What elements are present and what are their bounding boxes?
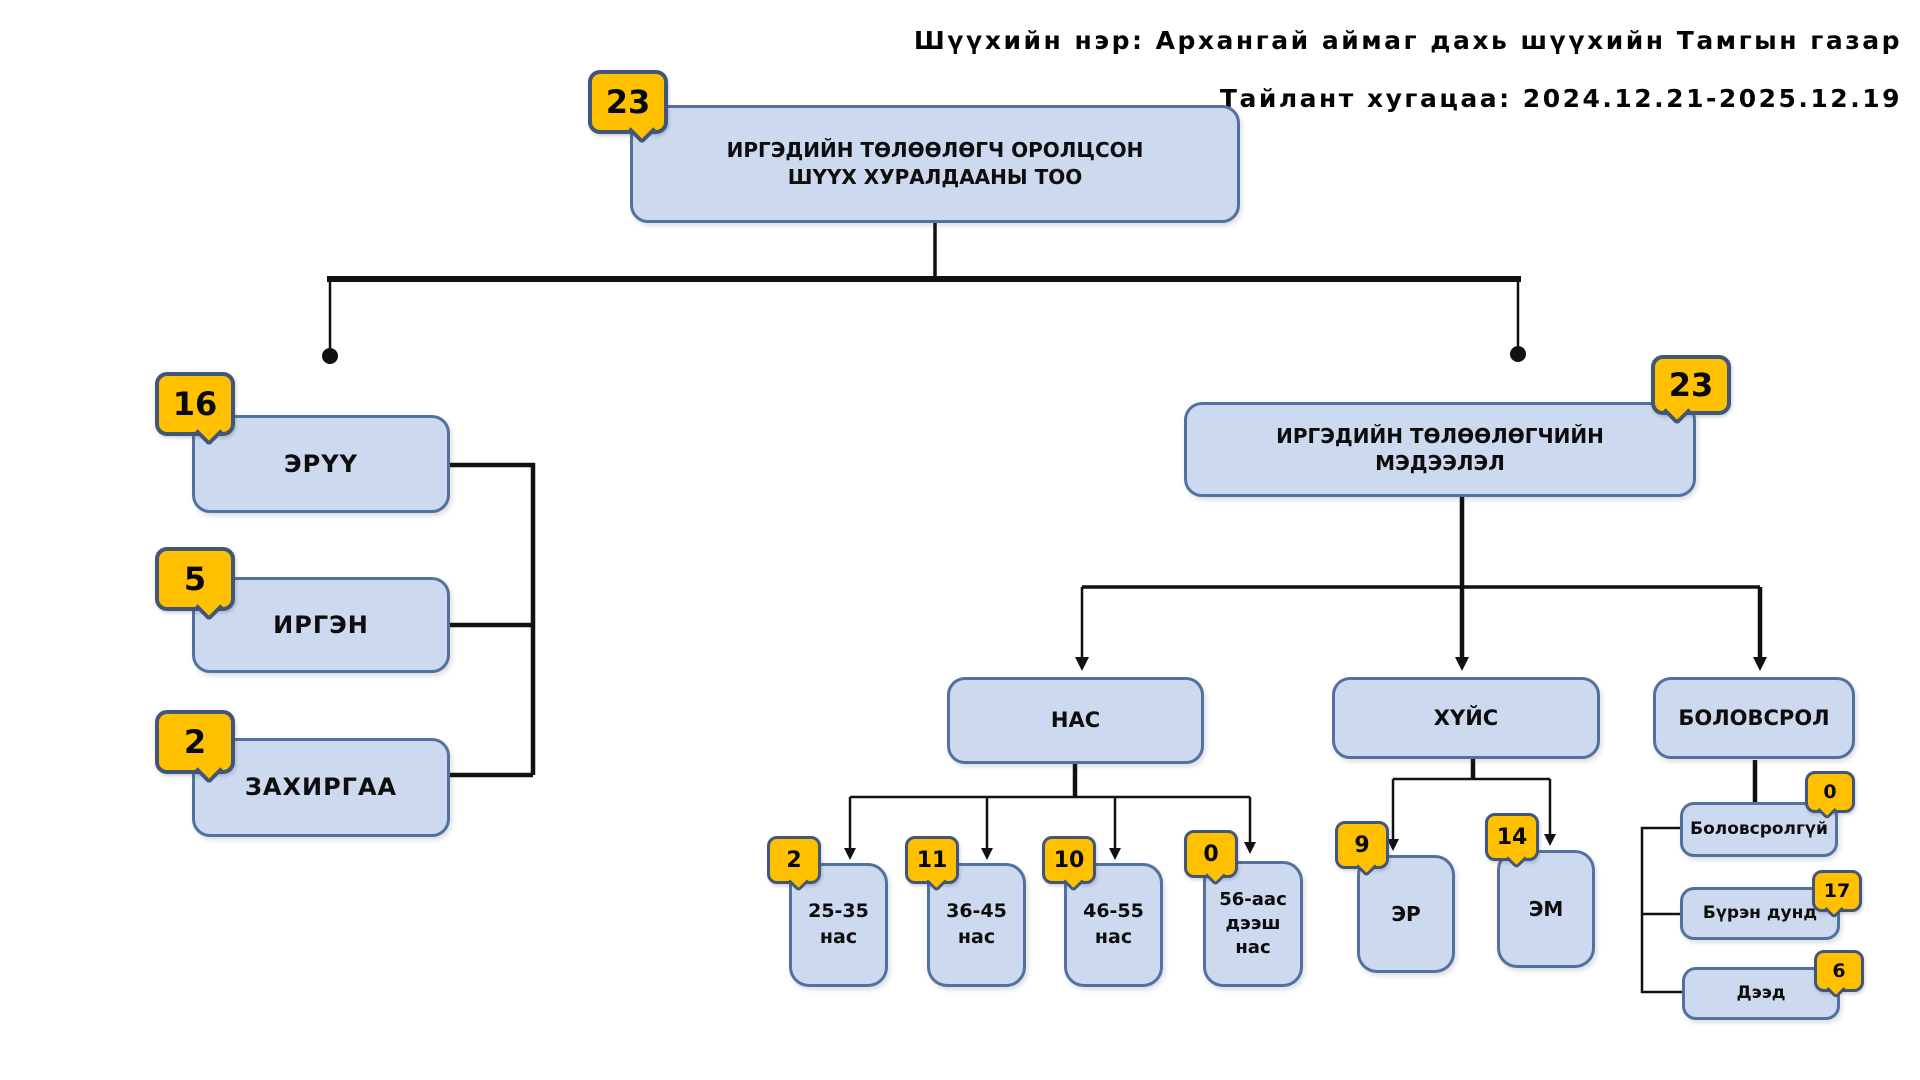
node-age-36-45: 11 36-45 нас [905,836,1026,987]
badge-edu-secondary-count: 17 [1812,870,1862,912]
node-label: НАС [1050,708,1101,733]
node-gender-female: 14 ЭМ [1485,813,1595,968]
node-administrative: 2 ЗАХИРГАА [155,710,450,837]
badge-edu-higher-count: 6 [1814,950,1864,992]
badge-civil-count: 5 [155,547,235,611]
node-edu-higher: 6 Дээд [1682,950,1864,1020]
header-court-name: Шүүхийн нэр: Архангай аймаг дахь шүүхийн… [913,26,1902,55]
node-label: 25-35 нас [808,900,869,948]
node-root-sessions: 23 ИРГЭДИЙН ТӨЛӨӨЛӨГЧ ОРОЛЦСОН ШҮҮХ ХУРА… [588,70,1240,223]
node-label: 36-45 нас [946,900,1007,948]
node-label: Боловсролгүй [1690,819,1828,840]
badge-criminal-count: 16 [155,372,235,436]
arrowhead [1244,842,1256,854]
right-branch-dot [1510,346,1526,362]
badge-male-count: 9 [1335,821,1389,869]
arrowhead [1753,657,1767,671]
node-age-25-35: 2 25-35 нас [767,836,888,987]
node-label: Бүрэн дунд [1702,903,1818,924]
node-label: ЭРҮҮ [284,449,358,478]
node-education-category: БОЛОВСРОЛ [1653,677,1855,759]
node-label: ЭР [1391,901,1421,926]
badge-female-count: 14 [1485,813,1539,861]
arrowhead [1455,657,1469,671]
arrowhead [1109,848,1121,860]
node-representative-info: 23 ИРГЭДИЙН ТӨЛӨӨЛӨГЧИЙН МЭДЭЭЛЭЛ [1184,355,1731,497]
node-label: 46-55 нас [1083,900,1144,948]
arrowhead [1544,834,1556,846]
node-age-category: НАС [947,677,1204,764]
badge-administrative-count: 2 [155,710,235,774]
node-age-56-plus: 0 56-аас дээш нас [1184,830,1303,987]
node-edu-secondary: 17 Бүрэн дунд [1680,870,1862,940]
badge-age-46-55-count: 10 [1042,836,1096,884]
arrowhead [844,848,856,860]
badge-age-25-35-count: 2 [767,836,821,884]
node-label: ХҮЙС [1433,705,1499,730]
badge-info-count: 23 [1651,355,1731,415]
node-label: ИРГЭН [273,610,369,639]
badge-age-56-plus-count: 0 [1184,830,1238,878]
arrowhead [1387,839,1399,851]
left-branch-dot [322,348,338,364]
badge-root-count: 23 [588,70,668,134]
node-label: Дээд [1736,983,1786,1004]
node-label: ЭМ [1528,896,1564,921]
node-label: 56-аас дээш нас [1219,888,1287,959]
node-gender-male: 9 ЭР [1335,821,1455,973]
node-label: ИРГЭДИЙН ТӨЛӨӨЛӨГЧ ОРОЛЦСОН ШҮҮХ ХУРАЛДА… [726,138,1144,189]
node-civil: 5 ИРГЭН [155,547,450,673]
node-age-46-55: 10 46-55 нас [1042,836,1163,987]
badge-edu-none-count: 0 [1805,771,1855,813]
arrowhead [1075,657,1089,671]
node-gender-category: ХҮЙС [1332,677,1600,759]
node-criminal: 16 ЭРҮҮ [155,372,450,513]
header-report-period: Тайлант хугацаа: 2024.12.21-2025.12.19 [1219,84,1902,113]
node-edu-none: 0 Боловсролгүй [1680,771,1855,857]
node-label: ИРГЭДИЙН ТӨЛӨӨЛӨГЧИЙН МЭДЭЭЛЭЛ [1276,423,1604,475]
badge-age-36-45-count: 11 [905,836,959,884]
node-label: ЗАХИРГАА [244,773,398,802]
arrowhead [981,848,993,860]
node-label: БОЛОВСРОЛ [1678,705,1830,730]
